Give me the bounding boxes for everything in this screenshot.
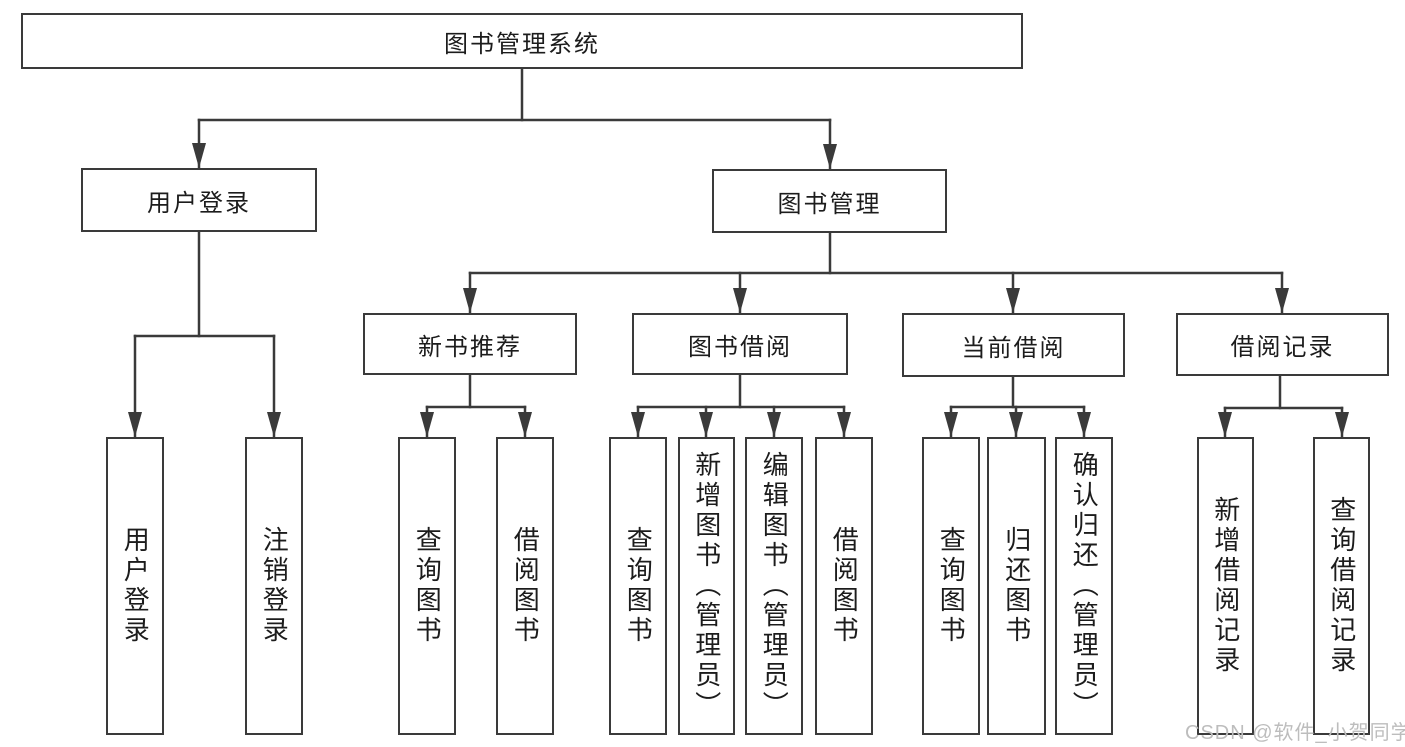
connector-current-to-children: [944, 375, 1091, 439]
leaf-add-book-admin: 新增图书（管理员）: [678, 437, 735, 735]
leaf-label: 查询借阅记录: [1326, 496, 1357, 676]
leaf-label: 归还图书: [1001, 526, 1032, 646]
leaf-edit-book-admin: 编辑图书（管理员）: [745, 437, 803, 735]
connector-mgmt-to-level3: [463, 231, 1289, 315]
leaf-current-query-book: 查询图书: [922, 437, 980, 735]
leaf-borrow-query-book: 查询图书: [609, 437, 667, 735]
leaf-borrow-book: 借阅图书: [815, 437, 873, 735]
node-user-login: 用户登录: [81, 168, 317, 232]
leaf-query-borrow-record: 查询借阅记录: [1313, 437, 1370, 735]
leaf-confirm-return-admin: 确认归还（管理员）: [1055, 437, 1113, 735]
node-book-management: 图书管理: [712, 169, 947, 233]
leaf-logout: 注销登录: [245, 437, 303, 735]
leaf-label: 用户登录: [120, 526, 151, 646]
leaf-user-login: 用户登录: [106, 437, 164, 735]
csdn-watermark: CSDN @软件_小贺同学: [1185, 722, 1405, 744]
leaf-label: 注销登录: [259, 526, 290, 646]
leaf-label: 借阅图书: [510, 526, 541, 646]
leaf-label: 新增借阅记录: [1210, 496, 1241, 676]
leaf-label: 借阅图书: [829, 526, 860, 646]
connector-login-to-children: [128, 230, 281, 439]
connector-root-to-level2: [192, 67, 837, 171]
leaf-return-book: 归还图书: [987, 437, 1046, 735]
leaf-label: 编辑图书（管理员）: [759, 451, 790, 721]
node-book-borrow: 图书借阅: [632, 313, 848, 375]
leaf-label: 确认归还（管理员）: [1069, 451, 1100, 721]
leaf-label: 查询图书: [936, 526, 967, 646]
leaf-newbook-borrow-book: 借阅图书: [496, 437, 554, 735]
connector-borrow-to-children: [631, 373, 851, 439]
node-current-borrow: 当前借阅: [902, 313, 1125, 377]
leaf-newbook-query-book: 查询图书: [398, 437, 456, 735]
node-new-book-recommend: 新书推荐: [363, 313, 577, 375]
node-root-library-system: 图书管理系统: [21, 13, 1023, 69]
node-borrow-records: 借阅记录: [1176, 313, 1389, 376]
leaf-label: 查询图书: [623, 526, 654, 646]
leaf-add-borrow-record: 新增借阅记录: [1197, 437, 1254, 735]
leaf-label: 查询图书: [412, 526, 443, 646]
connector-records-to-children: [1218, 374, 1349, 439]
connector-newbook-to-children: [420, 373, 532, 439]
leaf-label: 新增图书（管理员）: [691, 451, 722, 721]
